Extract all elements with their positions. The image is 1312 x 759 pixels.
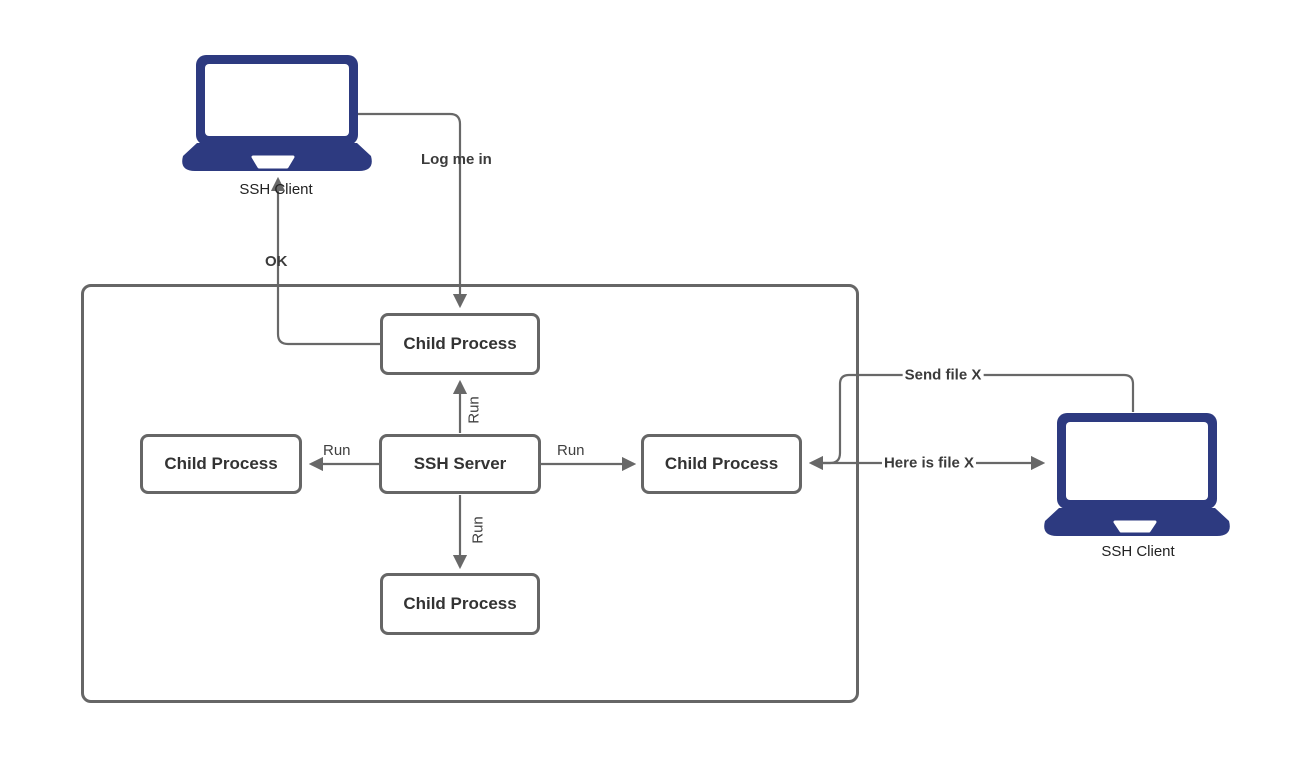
node-label: Child Process xyxy=(164,454,278,473)
edge-ok-line xyxy=(270,176,380,346)
edge-label-log-me-in: Log me in xyxy=(421,151,492,168)
node-child-process-top: Child Process xyxy=(380,313,540,375)
node-child-process-bottom: Child Process xyxy=(380,573,540,635)
laptop-icon-left xyxy=(182,55,372,171)
edge-label-ok: OK xyxy=(265,253,288,270)
edge-label-run-right: Run xyxy=(557,442,585,459)
edge-label-send-file-x: Send file X xyxy=(902,366,984,384)
node-label: SSH Server xyxy=(413,454,507,473)
edge-label-run-up: Run xyxy=(465,396,483,424)
node-label: Child Process xyxy=(403,594,517,613)
edge-send-file-line xyxy=(808,373,1135,471)
node-label: Child Process xyxy=(403,334,517,353)
node-label-ssh-client-left: SSH Client xyxy=(239,181,313,198)
node-child-process-left: Child Process xyxy=(140,434,302,494)
server-host-boundary xyxy=(81,284,859,703)
edge-log-me-in-line xyxy=(358,112,468,309)
edge-label-here-is-file-x: Here is file X xyxy=(881,454,977,472)
node-label-ssh-client-right: SSH Client xyxy=(1101,543,1175,560)
edge-label-run-down: Run xyxy=(469,516,487,544)
node-ssh-server: SSH Server xyxy=(379,434,541,494)
node-child-process-right: Child Process xyxy=(641,434,802,494)
node-label: Child Process xyxy=(664,454,779,473)
laptop-icon-right xyxy=(1044,413,1230,536)
edge-label-run-left: Run xyxy=(323,442,351,459)
